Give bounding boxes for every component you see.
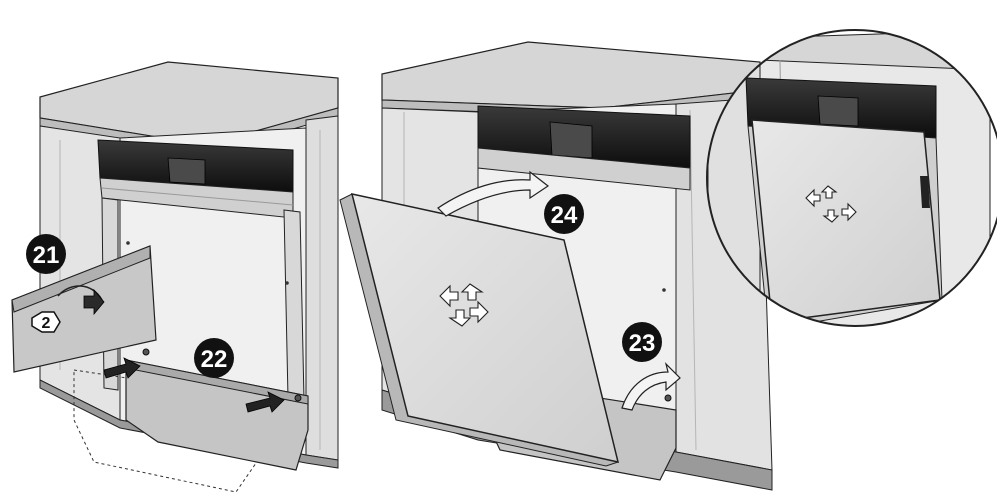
curved-arrow-icon [621, 362, 681, 411]
part-number: 2 [42, 315, 51, 332]
insert-arrow-icon [245, 391, 285, 413]
curved-arrow-icon [437, 170, 550, 217]
step-number: 22 [201, 346, 228, 373]
handling-arrows-icon [439, 283, 489, 327]
magnified-inset [706, 29, 997, 327]
step-badge-icon [194, 338, 234, 378]
side-trim-panel [11, 245, 157, 373]
right-control-panel [477, 105, 691, 191]
furniture-door [339, 193, 620, 467]
step-number: 21 [33, 242, 60, 269]
right-scene [339, 41, 773, 491]
step-badge-icon [622, 322, 662, 362]
left-control-panel [97, 139, 294, 219]
step-badge-icon [544, 194, 584, 234]
left-scene [11, 61, 339, 493]
step-badge-21: 21 [26, 234, 66, 274]
step-badge-icon [26, 234, 66, 274]
step-badge-23: 23 [622, 322, 662, 362]
magnifier-ring [706, 29, 997, 327]
step-badge-22: 22 [194, 338, 234, 378]
step-number: 24 [551, 202, 578, 229]
hex-part-label: 2 [31, 311, 61, 333]
push-arrow-icon [83, 288, 105, 316]
step-number: 23 [629, 330, 656, 357]
bottom-kick-panel [125, 359, 309, 471]
insert-arrow-icon [103, 357, 141, 379]
hex-part-label-icon [31, 311, 61, 333]
step-badge-24: 24 [544, 194, 584, 234]
handling-arrows-icon [805, 185, 857, 223]
